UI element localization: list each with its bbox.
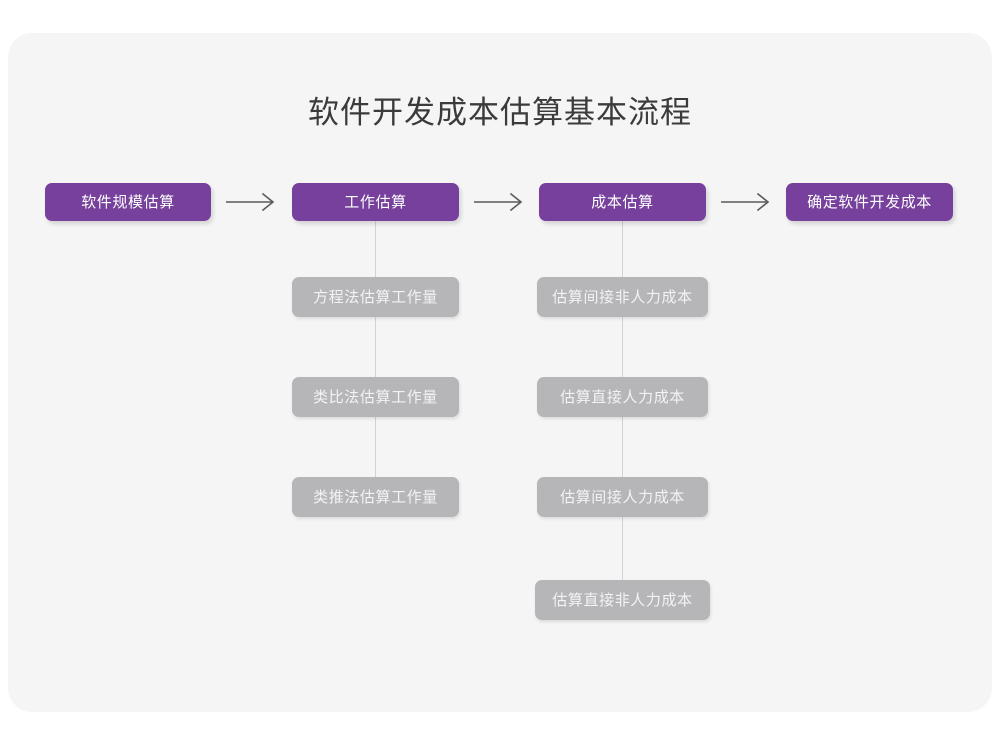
branch-item-indirect-labor-cost[interactable]: 估算间接人力成本: [537, 477, 708, 517]
branch-item-label: 估算间接非人力成本: [552, 288, 693, 306]
branch-item-label: 估算间接人力成本: [560, 488, 685, 506]
flow-step-label: 成本估算: [591, 193, 654, 211]
branch-item-equation-method-workload[interactable]: 方程法估算工作量: [292, 277, 459, 317]
branch-item-direct-labor-cost[interactable]: 估算直接人力成本: [537, 377, 708, 417]
branch-connector-line-right: [622, 217, 623, 620]
arrow-1-icon: [225, 191, 281, 213]
branch-item-direct-non-labor-cost[interactable]: 估算直接非人力成本: [535, 580, 710, 620]
branch-item-label: 估算直接人力成本: [560, 388, 685, 406]
branch-item-label: 类推法估算工作量: [313, 488, 438, 506]
flow-step-label: 确定软件开发成本: [807, 193, 932, 211]
flow-step-work-estimation[interactable]: 工作估算: [292, 183, 459, 221]
flow-step-label: 软件规模估算: [81, 193, 175, 211]
diagram-panel: [8, 33, 992, 712]
branch-item-label: 估算直接非人力成本: [552, 591, 693, 609]
branch-item-indirect-non-labor-cost[interactable]: 估算间接非人力成本: [537, 277, 708, 317]
branch-item-analogy-method-workload[interactable]: 类比法估算工作量: [292, 377, 459, 417]
branch-item-label: 类比法估算工作量: [313, 388, 438, 406]
arrow-3-icon: [720, 191, 776, 213]
flow-step-label: 工作估算: [344, 193, 407, 211]
branch-item-label: 方程法估算工作量: [313, 288, 438, 306]
branch-connector-line-left: [375, 217, 376, 517]
page-title: 软件开发成本估算基本流程: [308, 95, 692, 130]
flow-step-determine-development-cost[interactable]: 确定软件开发成本: [786, 183, 953, 221]
branch-item-inference-method-workload[interactable]: 类推法估算工作量: [292, 477, 459, 517]
arrow-2-icon: [473, 191, 529, 213]
flow-step-software-scale-estimation[interactable]: 软件规模估算: [45, 183, 211, 221]
flow-step-cost-estimation[interactable]: 成本估算: [539, 183, 706, 221]
